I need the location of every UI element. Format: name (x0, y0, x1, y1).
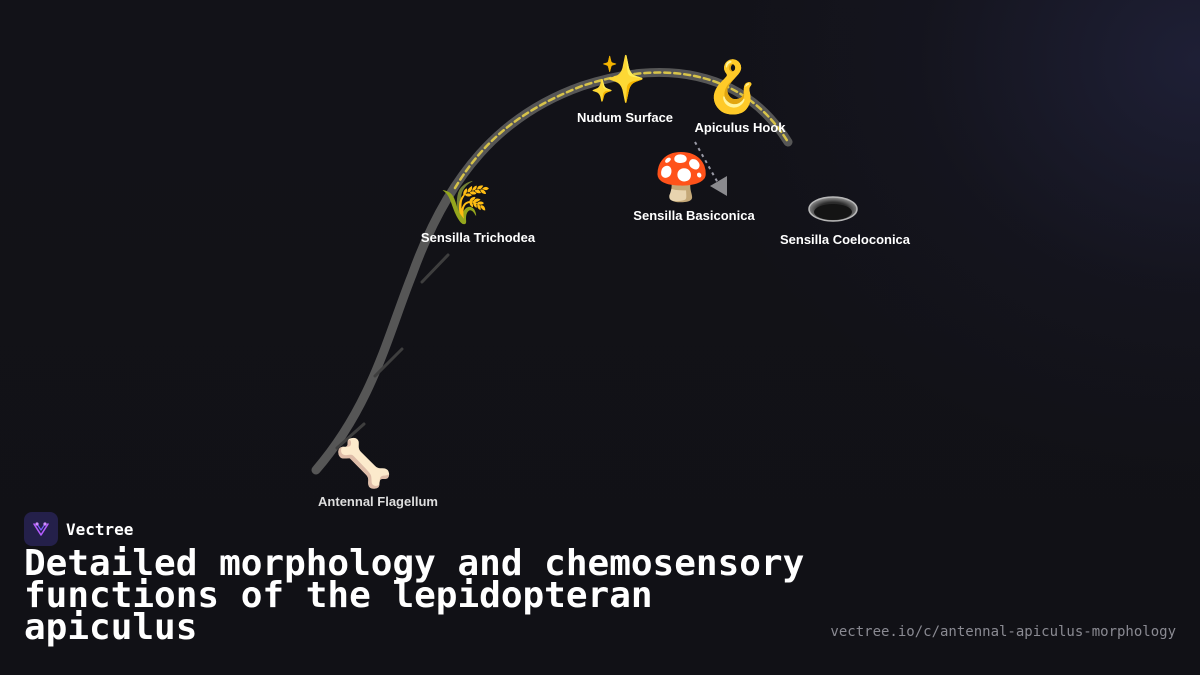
pit-icon (808, 196, 858, 222)
brand-name: Vectree (66, 519, 134, 539)
node-sensilla-coeloconica: Sensilla Coeloconica (780, 232, 910, 247)
connector-hook-basiconica (694, 141, 719, 184)
source-url[interactable]: vectree.io/c/antennal-apiculus-morpholog… (830, 624, 1176, 640)
node-label: Antennal Flagellum (318, 494, 438, 509)
apical-highlight-path (453, 71, 790, 190)
node-nudum-surface: ✨ Nudum Surface (577, 56, 673, 125)
vectree-logo-icon (24, 512, 58, 546)
sparkles-icon: ✨ (589, 52, 647, 106)
node-label: Sensilla Coeloconica (779, 232, 911, 247)
bone-icon: 🦴 (335, 436, 393, 490)
node-sensilla-trichodea: 🌾 Sensilla Trichodea (420, 182, 536, 246)
annulation-tick (420, 253, 450, 284)
hook-icon: 🪝 (701, 58, 765, 116)
mushroom-icon: 🍄 (653, 150, 711, 204)
node-sensilla-basiconica: 🍄 Sensilla Basiconica (633, 154, 754, 223)
page-title: Detailed morphology and chemosensory fun… (24, 543, 805, 648)
node-label: Apiculus Hook (694, 120, 786, 135)
wheat-icon: 🌾 (439, 178, 493, 227)
connector-arrowhead (710, 176, 727, 196)
brand: Vectree (24, 512, 133, 546)
node-label: Sensilla Trichodea (420, 230, 536, 245)
node-label: Sensilla Basiconica (633, 208, 755, 223)
node-antennal-flagellum: 🦴 Antennal Flagellum (318, 440, 438, 509)
node-apiculus-hook: 🪝 Apiculus Hook (694, 62, 785, 135)
node-label: Nudum Surface (576, 110, 674, 125)
annulation-tick (373, 347, 404, 378)
annulation-tick (335, 422, 366, 450)
